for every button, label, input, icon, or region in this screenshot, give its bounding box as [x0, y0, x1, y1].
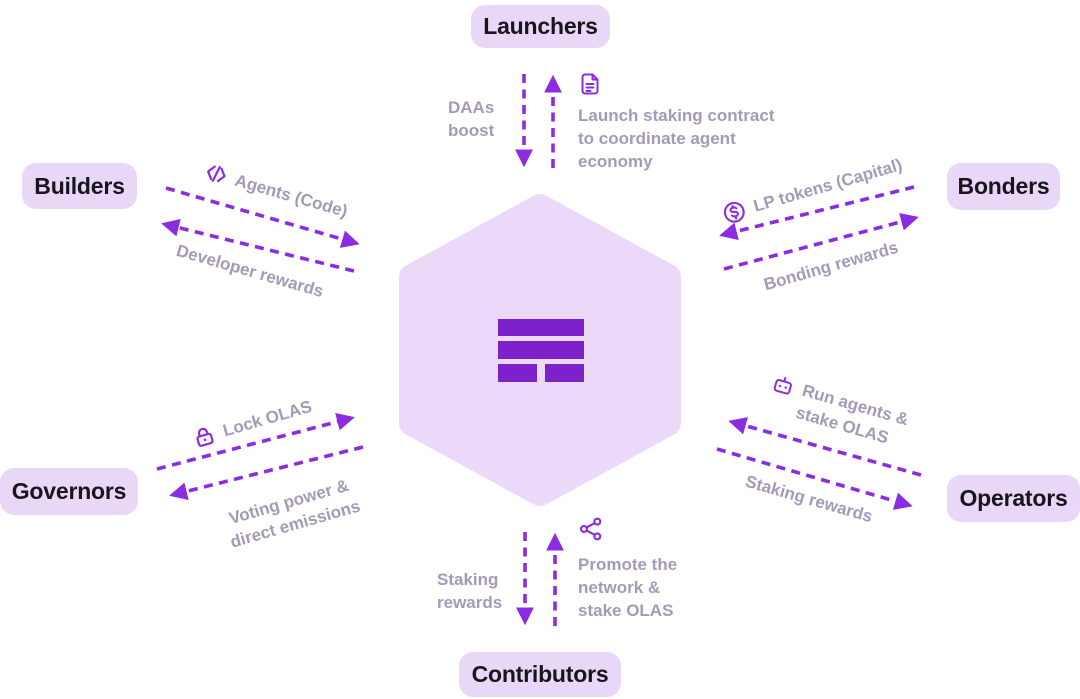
node-contributors-label: Contributors — [471, 661, 609, 687]
node-operators[interactable]: Operators — [947, 475, 1080, 522]
node-governors[interactable]: Governors — [0, 468, 138, 515]
flow-label-agents-code: Agents (Code) — [201, 159, 350, 223]
olas-logo-bars — [498, 319, 584, 382]
flow-label-staking-rewards-contributors: Staking rewards — [437, 570, 503, 612]
node-operators-label: Operators — [959, 485, 1068, 511]
flow-label-lock-olas: Lock OLAS — [189, 394, 315, 452]
node-builders-label: Builders — [34, 172, 125, 199]
node-bonders[interactable]: Bonders — [947, 163, 1060, 210]
node-contributors[interactable]: Contributors — [459, 652, 621, 697]
arrow-center-to-bonders — [723, 212, 919, 271]
central-hexagon — [398, 193, 682, 507]
arrow-center-to-operators — [716, 447, 913, 510]
share-icon — [579, 517, 602, 541]
node-governors-label: Governors — [11, 478, 127, 504]
document-icon — [581, 73, 599, 95]
arrow-governors-to-center — [156, 412, 355, 471]
flow-label-lp-tokens: LP tokens (Capital) — [719, 152, 905, 227]
robot-icon — [773, 376, 792, 395]
code-icon — [207, 165, 226, 183]
node-launchers-label: Launchers — [483, 13, 598, 39]
flow-label-promote-network: Promote the network & stake OLAS — [578, 516, 684, 622]
flow-label-launch-staking: Launch staking contract to coordinate ag… — [578, 72, 790, 173]
lock-icon — [196, 427, 214, 447]
olas-logo-icon — [399, 194, 681, 506]
arrow-builders-to-center — [165, 186, 360, 248]
coin-dollar-icon — [723, 201, 745, 223]
node-bonders-label: Bonders — [957, 173, 1050, 199]
node-builders[interactable]: Builders — [22, 163, 137, 209]
node-launchers[interactable]: Launchers — [471, 5, 610, 48]
flow-label-daas-boost: DAAs boost — [448, 98, 495, 140]
flow-label-run-agents: Run agents & stake OLAS — [762, 370, 913, 454]
